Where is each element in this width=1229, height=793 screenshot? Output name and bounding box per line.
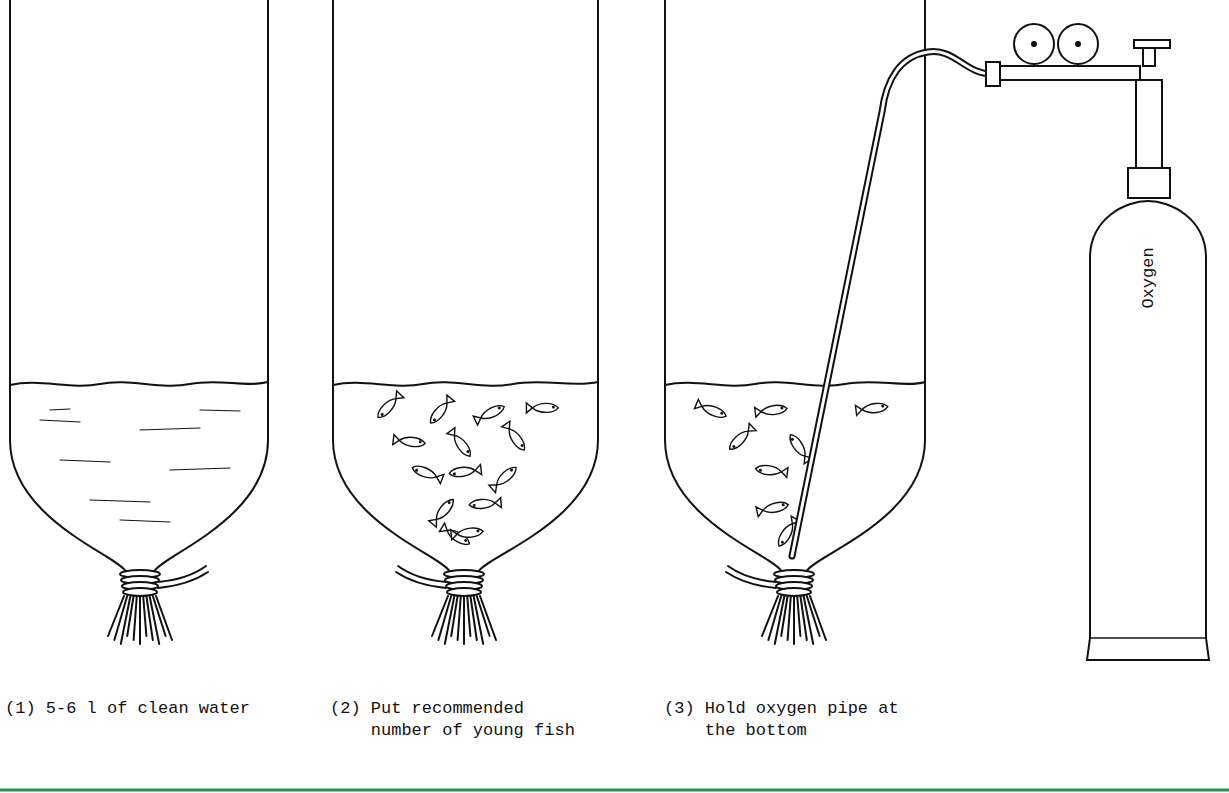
gauge-stem <box>1034 64 1078 66</box>
young-fish <box>695 399 728 420</box>
pressure-gauge <box>1014 24 1054 64</box>
bag-fringe <box>480 596 496 640</box>
water-surface <box>665 382 925 386</box>
regulator-bar <box>1000 66 1140 80</box>
bag-fringe <box>134 596 137 640</box>
step-caption: (2) Put recommended number of young fish <box>330 698 583 742</box>
bottom-rule <box>0 789 1229 792</box>
valve-stem <box>1143 48 1155 66</box>
young-fish <box>855 402 888 416</box>
young-fish <box>449 465 482 479</box>
young-fish <box>755 464 788 478</box>
young-fish <box>374 391 403 421</box>
young-fish <box>756 500 789 517</box>
tie-strap <box>726 566 776 588</box>
cylinder-valve <box>1136 80 1162 168</box>
pipe-coupling <box>986 62 1000 86</box>
pressure-gauge <box>1058 24 1098 64</box>
gas-cylinder: Oxygen <box>1086 198 1210 662</box>
young-fish <box>489 464 519 493</box>
bag-fringe <box>451 596 457 636</box>
oxygen-pipe-inner <box>792 52 992 556</box>
bag-fringe <box>793 596 795 644</box>
young-fish <box>755 403 788 417</box>
bag-outline <box>10 0 268 572</box>
cylinder-label: Oxygen <box>1139 245 1158 310</box>
young-fish <box>726 423 756 452</box>
tie-wrap <box>123 588 157 596</box>
bag-fringe <box>156 596 172 640</box>
young-fish <box>410 463 443 484</box>
water-surface <box>10 382 268 386</box>
water-surface <box>333 382 598 386</box>
bag-fringe <box>139 596 141 644</box>
bag-fringe <box>788 596 791 640</box>
water-lines <box>40 409 240 522</box>
bag-tie <box>396 566 496 644</box>
gauge-dot <box>1076 42 1080 46</box>
bag-fringe <box>467 596 470 636</box>
bag-outline <box>333 0 598 572</box>
bag-fringe <box>810 596 826 640</box>
young-fish <box>429 496 457 527</box>
bag-fringe <box>797 596 800 636</box>
young-fish <box>451 526 484 539</box>
young-fish <box>526 403 558 413</box>
bag-tie <box>108 566 208 644</box>
bag-fringe <box>781 596 787 636</box>
young-fish <box>447 428 474 460</box>
bag-fringe <box>458 596 461 640</box>
young-fish <box>473 402 506 425</box>
young-fish <box>502 421 529 453</box>
tie-wrap <box>447 588 481 596</box>
gauge-dot <box>1032 42 1036 46</box>
tie-wrap <box>777 588 811 596</box>
step-caption: (1) 5-6 l of clean water <box>5 698 256 720</box>
tie-strap <box>158 566 208 588</box>
bag-fringe <box>463 596 465 644</box>
oxygen-pipe <box>792 52 992 556</box>
bag-tie <box>726 566 826 644</box>
young-fish <box>469 498 502 510</box>
step-caption: (3) Hold oxygen pipe at the bottom <box>664 698 937 742</box>
young-fish <box>427 395 455 426</box>
cylinder-neck <box>1128 168 1170 198</box>
tie-strap <box>396 566 446 588</box>
valve-handle <box>1134 40 1170 48</box>
young-fish <box>393 435 426 449</box>
bag-fringe <box>127 596 133 636</box>
bag-fringe <box>143 596 146 636</box>
